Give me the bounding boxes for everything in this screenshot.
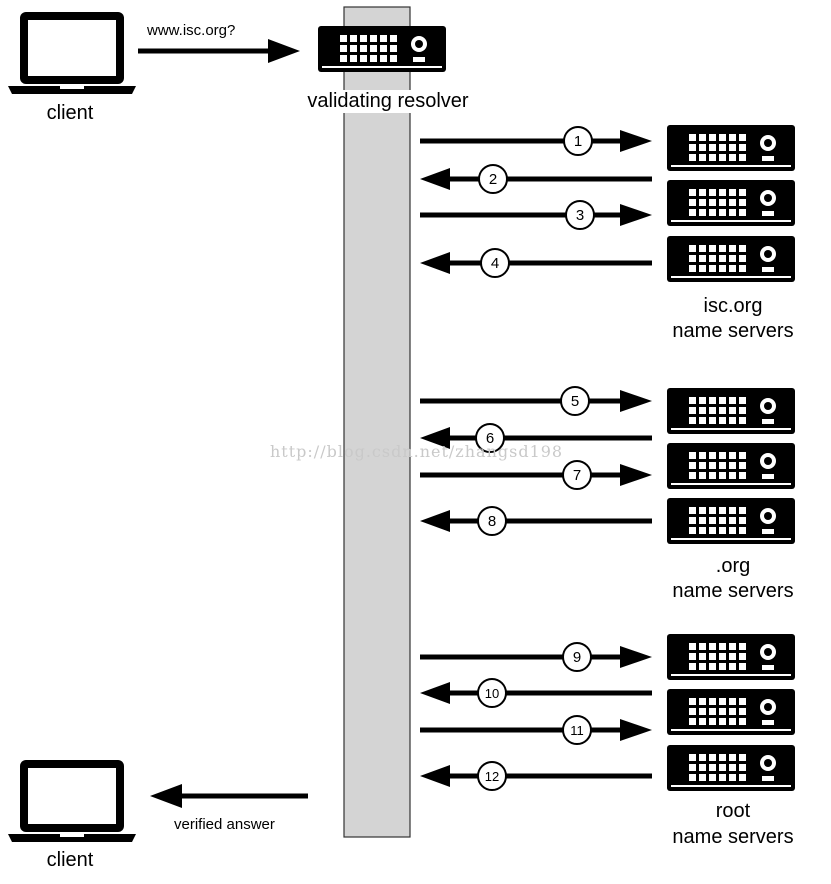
step-number-circle xyxy=(563,126,593,156)
step-number-label: 12 xyxy=(485,769,499,784)
resolver-label: validating resolver xyxy=(305,90,471,113)
step-number-label: 1 xyxy=(574,133,582,150)
step-number-label: 11 xyxy=(570,723,584,738)
step-number-label: 9 xyxy=(573,649,581,666)
step-number-circle xyxy=(477,506,507,536)
watermark: http://blog.csdn.net/zhangsd198 xyxy=(270,442,564,461)
step-number-circle xyxy=(477,761,507,791)
step-number-label: 10 xyxy=(485,686,499,701)
step-number-label: 2 xyxy=(489,171,497,188)
step-number-circle xyxy=(560,386,590,416)
step-number-label: 6 xyxy=(486,430,494,447)
step-arrow-10: 10 xyxy=(420,678,652,708)
step-arrow-2: 2 xyxy=(420,164,652,194)
server-icon xyxy=(667,634,795,680)
laptop-icon xyxy=(8,12,136,94)
server-icon xyxy=(667,236,795,282)
step-arrow-12: 12 xyxy=(420,761,652,791)
step-arrow-1: 1 xyxy=(420,126,652,156)
step-number-circle xyxy=(565,200,595,230)
client-bottom-label: client xyxy=(46,849,94,871)
step-number-label: 4 xyxy=(491,255,499,272)
step-number-label: 3 xyxy=(576,207,584,224)
step-number-circle xyxy=(477,678,507,708)
answer-label: verified answer xyxy=(174,816,275,833)
query-label: www.isc.org? xyxy=(147,22,236,39)
isc-servers-label-line2: name servers xyxy=(672,320,794,342)
step-number-circle xyxy=(475,423,505,453)
step-arrow-9: 9 xyxy=(420,642,652,672)
resolver-timeline-bar xyxy=(343,6,411,838)
server-icon xyxy=(667,443,795,489)
answer-arrow xyxy=(150,784,308,808)
step-number-circle xyxy=(480,248,510,278)
laptop-icon xyxy=(8,760,136,842)
server-icon xyxy=(667,180,795,226)
step-arrow-7: 7 xyxy=(420,460,652,490)
server-icon xyxy=(667,125,795,171)
org-servers-label-line2: name servers xyxy=(672,580,794,602)
query-arrow xyxy=(138,39,300,63)
isc-servers-label-line1: isc.org xyxy=(703,295,763,317)
server-icon xyxy=(667,498,795,544)
step-number-circle xyxy=(562,642,592,672)
step-number-label: 8 xyxy=(488,513,496,530)
org-servers-label-line1: .org xyxy=(715,555,751,577)
step-arrow-3: 3 xyxy=(420,200,652,230)
server-icon xyxy=(318,26,446,72)
step-number-label: 7 xyxy=(573,467,581,484)
step-arrow-8: 8 xyxy=(420,506,652,536)
step-arrow-11: 11 xyxy=(420,715,652,745)
server-icon xyxy=(667,689,795,735)
step-arrow-4: 4 xyxy=(420,248,652,278)
root-servers-label-line1: root xyxy=(715,800,751,822)
step-arrow-6: 6 xyxy=(420,423,652,453)
step-number-label: 5 xyxy=(571,393,579,410)
step-number-circle xyxy=(562,715,592,745)
step-number-circle xyxy=(478,164,508,194)
step-arrow-5: 5 xyxy=(420,386,652,416)
step-number-circle xyxy=(562,460,592,490)
server-icon xyxy=(667,388,795,434)
client-top-label: client xyxy=(46,102,94,124)
server-icon xyxy=(667,745,795,791)
root-servers-label-line2: name servers xyxy=(672,826,794,848)
